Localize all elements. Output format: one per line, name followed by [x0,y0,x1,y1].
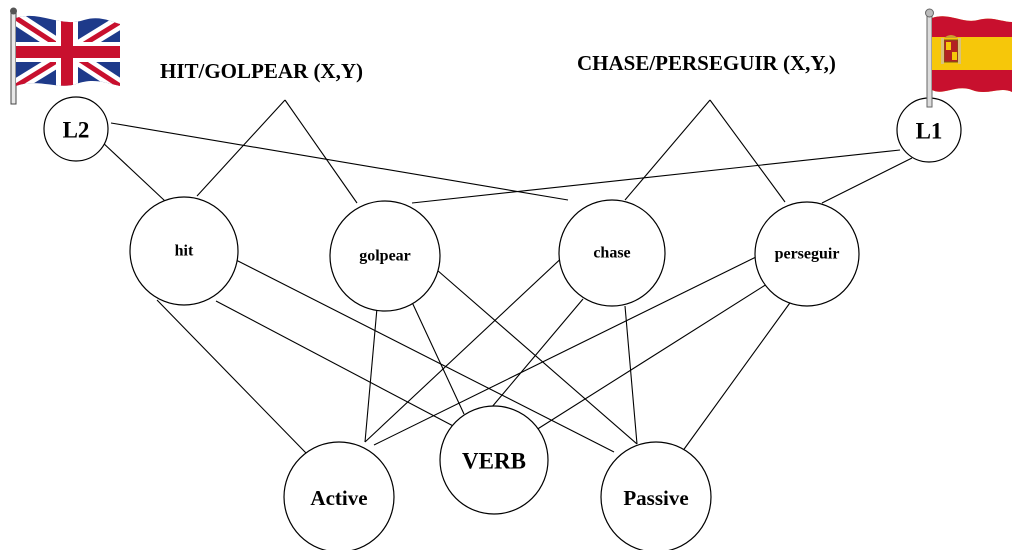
node-hit: hit [129,196,239,306]
node-active: Active [283,441,395,550]
edge-hit-active [156,299,307,454]
edge-perseguir-verb [535,283,768,431]
edge-golpear-passive [436,269,638,445]
edge-l2-hit [100,140,166,202]
edge-chase-verb [485,298,584,415]
edge-l1-golpear [411,149,901,204]
node-perseguir-label: perseguir [775,246,840,263]
node-passive: Passive [600,441,712,550]
uk-flag-icon [10,7,120,105]
node-golpear: golpear [329,200,441,312]
edge-header-left-golpear [284,99,358,204]
node-golpear-label: golpear [359,248,411,265]
node-l2-label: L2 [63,118,90,143]
edge-chase-passive [624,305,638,445]
node-chase: chase [558,199,666,307]
node-hit-label: hit [175,243,194,260]
edge-l2-chase [110,122,569,201]
edge-perseguir-passive [681,299,793,453]
edge-l1-perseguir [821,157,913,204]
node-verb-label: VERB [462,449,526,474]
edge-golpear-active [364,307,378,443]
node-perseguir: perseguir [754,201,860,307]
header-right: CHASE/PERSEGUIR (X,Y,) [577,51,836,75]
node-chase-label: chase [593,245,630,262]
node-verb: VERB [439,405,549,515]
edge-golpear-verb [410,299,465,415]
node-l2: L2 [43,96,109,162]
spain-flag-icon [925,8,1012,108]
node-l1: L1 [896,97,962,163]
node-passive-label: Passive [623,486,688,510]
edge-chase-active [364,251,569,443]
edge-header-left-hit [196,99,286,197]
edges [100,99,913,454]
node-active-label: Active [310,486,367,510]
node-l1-label: L1 [916,119,943,144]
edge-header-right-perseguir [709,99,786,203]
header-left: HIT/GOLPEAR (X,Y) [160,59,363,83]
edge-perseguir-active [373,255,759,446]
edge-hit-verb [215,300,458,429]
edge-header-right-chase [624,99,711,201]
